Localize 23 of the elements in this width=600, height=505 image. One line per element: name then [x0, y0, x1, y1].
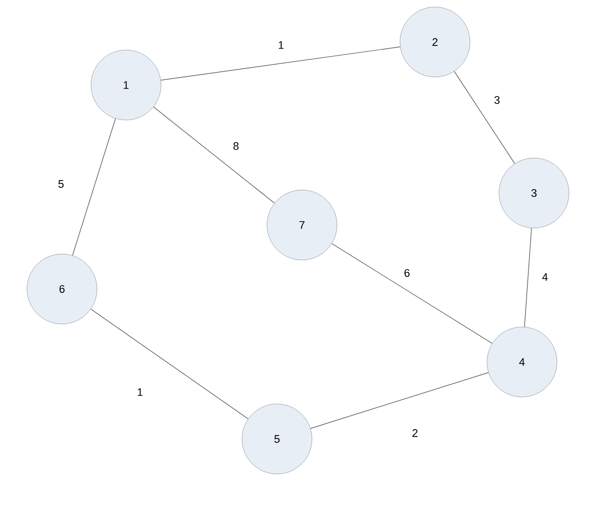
graph-edge	[310, 372, 489, 429]
graph-edge	[153, 106, 275, 204]
edge-weight: 2	[410, 428, 420, 438]
edge-weight: 5	[56, 179, 66, 189]
graph-vertex: 2	[400, 6, 470, 78]
graph-edge	[332, 243, 492, 344]
graph-vertex: 4	[486, 326, 558, 398]
edge-weight: 1	[276, 40, 286, 50]
graph-edge	[90, 308, 248, 420]
graph-edge	[454, 71, 515, 164]
graph-vertex: 6	[26, 254, 98, 324]
graph-edge	[72, 118, 116, 256]
edge-weight: 8	[232, 141, 240, 151]
edge-weight: 6	[402, 268, 412, 278]
graph-edge	[524, 228, 532, 328]
graph-edge	[160, 46, 400, 80]
graph-vertex: 5	[242, 404, 312, 474]
edge-weight: 1	[136, 387, 144, 397]
edge-weight: 4	[540, 272, 550, 282]
graph-vertex: 7	[266, 190, 338, 260]
graph-vertex: 1	[90, 50, 162, 120]
graph-vertex: 3	[498, 158, 570, 228]
edge-weight: 3	[492, 95, 502, 105]
